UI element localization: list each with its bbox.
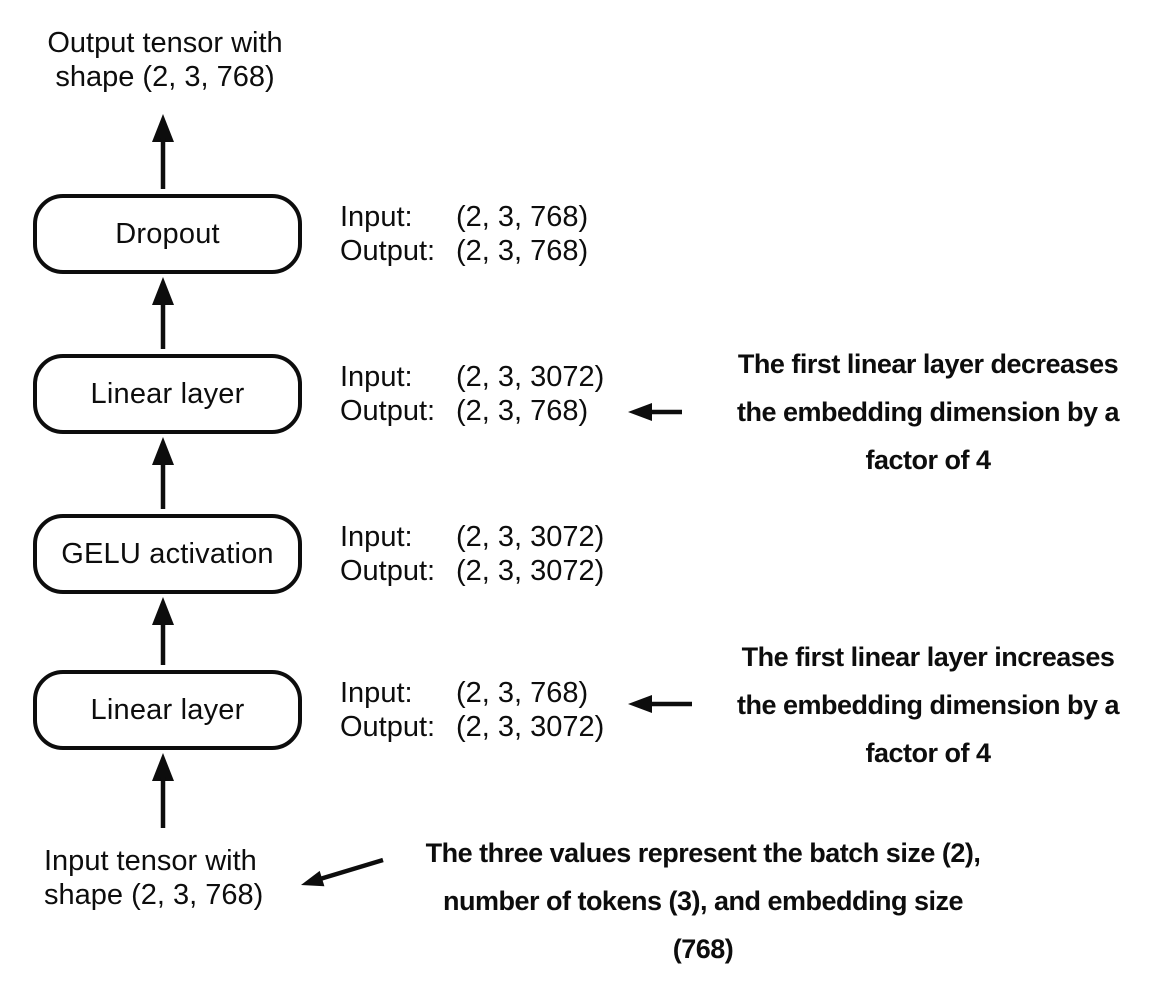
output-label: Output: [340, 395, 436, 427]
input-label: Input: [340, 521, 413, 553]
note-line: The first linear layer increases [741, 642, 1115, 672]
shape-annotation-linear-second: Input: (2, 3, 3072) Output: (2, 3, 768) [340, 354, 670, 434]
input-tensor-caption-line1: Input tensor with [44, 845, 257, 877]
output-label: Output: [340, 555, 436, 587]
annotation-input-row: Input: (2, 3, 768) [340, 676, 670, 710]
annotation-output-row: Output: (2, 3, 3072) [340, 554, 670, 588]
up-arrow-icon [152, 753, 174, 828]
note-line: the embedding dimension by a [736, 397, 1120, 427]
annotation-input-row: Input: (2, 3, 768) [340, 200, 670, 234]
output-tensor-caption-line2: shape (2, 3, 768) [55, 61, 275, 93]
input-shape: (2, 3, 3072) [456, 521, 605, 553]
annotation-output-row: Output: (2, 3, 768) [340, 394, 670, 428]
left-arrow-icon [628, 695, 692, 713]
output-shape: (2, 3, 768) [456, 395, 589, 427]
note-line: number of tokens (3), and embedding size [442, 886, 964, 916]
output-label: Output: [340, 235, 436, 267]
input-tensor-caption-line2: shape (2, 3, 768) [44, 879, 264, 911]
output-tensor-caption: Output tensor with shape (2, 3, 768) [28, 26, 302, 94]
annotation-output-row: Output: (2, 3, 3072) [340, 710, 670, 744]
note-line: The three values represent the batch siz… [425, 838, 981, 868]
note-line: The first linear layer decreases [737, 349, 1119, 379]
shape-annotation-dropout: Input: (2, 3, 768) Output: (2, 3, 768) [340, 194, 670, 274]
up-arrow-icon [152, 437, 174, 509]
layer-box-linear-second: Linear layer [33, 354, 302, 434]
up-arrow-icon [152, 277, 174, 349]
up-arrow-icon [152, 597, 174, 665]
input-shape: (2, 3, 3072) [456, 361, 605, 393]
input-label: Input: [340, 201, 413, 233]
output-shape: (2, 3, 768) [456, 235, 589, 267]
layer-box-label: Dropout [115, 217, 220, 250]
input-shape: (2, 3, 768) [456, 201, 589, 233]
note-linear-increases: The first linear layer increases the emb… [708, 633, 1148, 777]
note-line: factor of 4 [865, 738, 991, 768]
output-shape: (2, 3, 3072) [456, 711, 605, 743]
layer-box-linear-first: Linear layer [33, 670, 302, 750]
layer-box-label: Linear layer [90, 693, 245, 726]
shape-annotation-gelu: Input: (2, 3, 3072) Output: (2, 3, 3072) [340, 514, 670, 594]
note-line: factor of 4 [865, 445, 991, 475]
input-shape: (2, 3, 768) [456, 677, 589, 709]
layer-box-dropout: Dropout [33, 194, 302, 274]
output-tensor-caption-line1: Output tensor with [47, 27, 283, 59]
layer-box-gelu: GELU activation [33, 514, 302, 594]
output-shape: (2, 3, 3072) [456, 555, 605, 587]
up-arrow-icon [152, 114, 174, 189]
layer-box-label: GELU activation [61, 537, 274, 570]
annotation-input-row: Input: (2, 3, 3072) [340, 520, 670, 554]
input-tensor-caption: Input tensor with shape (2, 3, 768) [44, 844, 263, 912]
input-label: Input: [340, 361, 413, 393]
input-label: Input: [340, 677, 413, 709]
left-arrow-icon [628, 403, 682, 421]
down-left-arrow-icon [301, 857, 384, 887]
note-line: (768) [672, 934, 734, 964]
annotation-input-row: Input: (2, 3, 3072) [340, 360, 670, 394]
note-shape-meaning: The three values represent the batch siz… [403, 829, 1003, 973]
note-line: the embedding dimension by a [736, 690, 1120, 720]
shape-annotation-linear-first: Input: (2, 3, 768) Output: (2, 3, 3072) [340, 670, 670, 750]
output-label: Output: [340, 711, 436, 743]
layer-box-label: Linear layer [90, 377, 245, 410]
annotation-output-row: Output: (2, 3, 768) [340, 234, 670, 268]
note-linear-decreases: The first linear layer decreases the emb… [708, 340, 1148, 484]
